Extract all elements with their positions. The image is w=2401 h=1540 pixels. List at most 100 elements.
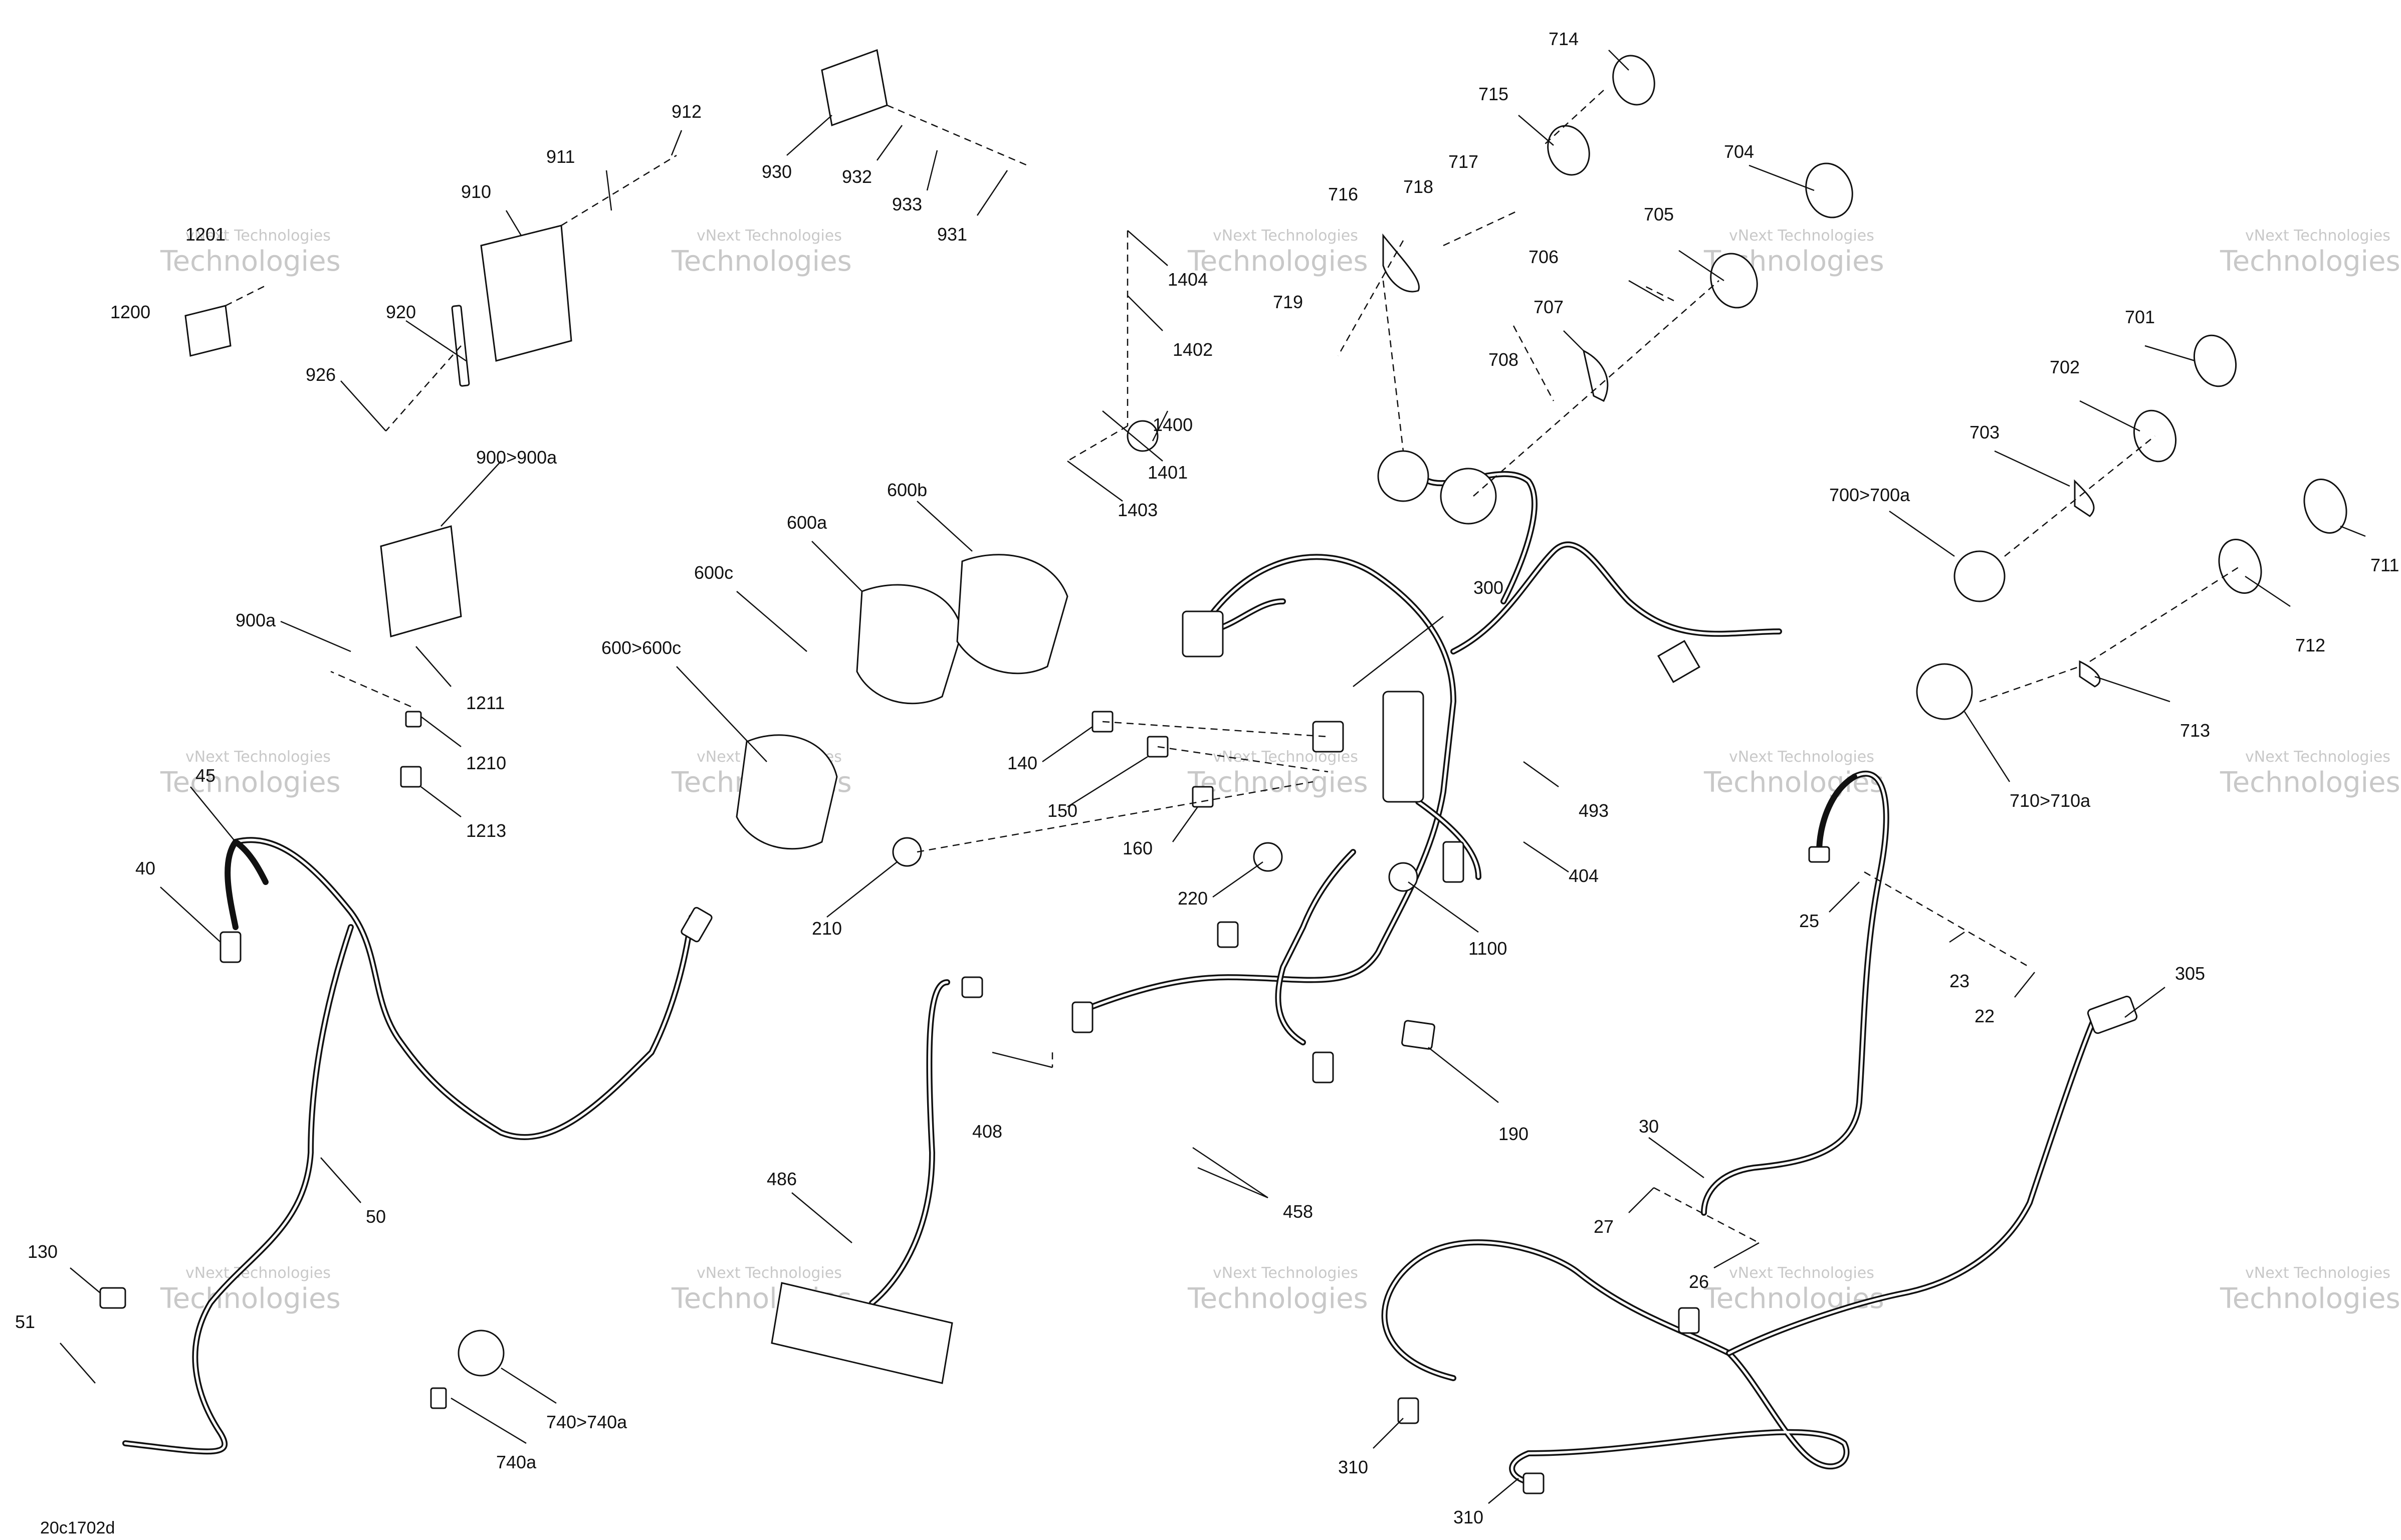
- svg-text:Technologies: Technologies: [1703, 766, 1884, 799]
- callout-160: 160: [1123, 838, 1153, 858]
- callout-300: 300: [1473, 577, 1503, 598]
- callout-23: 23: [1949, 971, 1970, 991]
- callout-912: 912: [672, 101, 702, 122]
- svg-text:Technologies: Technologies: [1187, 1282, 1368, 1315]
- callout-493: 493: [1579, 800, 1609, 821]
- callout-40: 40: [135, 858, 155, 878]
- svg-text:vNext Technologies: vNext Technologies: [697, 1264, 842, 1282]
- callout-911: 911: [546, 146, 575, 167]
- svg-text:Technologies: Technologies: [160, 245, 341, 278]
- callout-305: 305: [2175, 963, 2205, 984]
- callout-707: 706: [1529, 247, 1559, 267]
- lamp-assemblies: [1377, 55, 2347, 720]
- callout-740-740a: 740>740a: [546, 1412, 627, 1432]
- callout-600b: 600b: [887, 480, 927, 500]
- callout-705: 705: [1644, 204, 1674, 225]
- svg-text:vNext Technologies: vNext Technologies: [185, 1264, 331, 1282]
- svg-text:Technologies: Technologies: [671, 245, 852, 278]
- svg-text:Technologies: Technologies: [160, 1282, 341, 1315]
- callout-27: 27: [1594, 1216, 1614, 1237]
- callout-1400: 1400: [1153, 414, 1193, 435]
- svg-text:vNext Technologies: vNext Technologies: [2245, 748, 2390, 766]
- callout-1200: 1200: [110, 302, 150, 322]
- callout-labels: 714 715 716 717 718 719 704 705 706 707 …: [15, 29, 2399, 1527]
- harness-45-50: [122, 837, 713, 1455]
- svg-text:vNext Technologies: vNext Technologies: [185, 227, 331, 245]
- svg-text:Technologies: Technologies: [2220, 766, 2400, 799]
- callout-714: 714: [1549, 29, 1579, 49]
- callout-931: 931: [937, 224, 967, 245]
- callout-933: 933: [892, 194, 922, 214]
- callout-713: 713: [2180, 720, 2210, 741]
- callout-920: 920: [386, 302, 416, 322]
- callout-130: 130: [28, 1241, 58, 1262]
- svg-text:vNext Technologies: vNext Technologies: [185, 748, 331, 766]
- callout-719: 719: [1273, 292, 1303, 312]
- callout-710-710a: 710>710a: [2010, 790, 2091, 811]
- svg-text:vNext Technologies: vNext Technologies: [697, 227, 842, 245]
- callout-718: 718: [1403, 176, 1433, 197]
- assembly-lines: [225, 90, 2241, 1244]
- harness-486: [771, 976, 983, 1384]
- callout-458: 458: [1283, 1201, 1313, 1222]
- callout-1404: 1404: [1168, 269, 1208, 290]
- callout-600a: 600a: [787, 512, 827, 533]
- callout-600c: 600c: [694, 562, 733, 583]
- callout-408: 408: [972, 1121, 1002, 1142]
- callout-711: 711: [2370, 555, 2399, 575]
- callout-600-600c: 600>600c: [601, 637, 681, 658]
- callout-140: 140: [1007, 753, 1037, 773]
- callout-701: 701: [2125, 307, 2155, 327]
- svg-text:vNext Technologies: vNext Technologies: [1729, 1264, 1874, 1282]
- callout-900a: 900a: [236, 610, 276, 630]
- callout-740a: 740a: [496, 1452, 537, 1472]
- callout-704: 704: [1724, 141, 1754, 162]
- callout-1402: 1402: [1173, 339, 1213, 360]
- callout-190: 190: [1498, 1124, 1529, 1144]
- svg-text:vNext Technologies: vNext Technologies: [1729, 227, 1874, 245]
- svg-text:vNext Technologies: vNext Technologies: [1213, 227, 1358, 245]
- callout-1210: 1210: [466, 753, 506, 773]
- svg-text:Technologies: Technologies: [1187, 245, 1368, 278]
- svg-text:Technologies: Technologies: [2220, 245, 2400, 278]
- callout-932: 932: [842, 166, 872, 187]
- callout-404: 404: [1569, 865, 1599, 886]
- callout-1403: 1403: [1118, 500, 1158, 520]
- callout-703: 703: [1970, 422, 2000, 443]
- callout-1213: 1213: [466, 820, 506, 841]
- svg-text:vNext Technologies: vNext Technologies: [1213, 1264, 1358, 1282]
- callout-910: 910: [461, 181, 491, 202]
- callout-30: 30: [1639, 1116, 1659, 1137]
- callout-310: 310: [1338, 1457, 1368, 1477]
- svg-text:vNext Technologies: vNext Technologies: [2245, 1264, 2390, 1282]
- callout-717: 717: [1448, 151, 1478, 172]
- callout-486: 486: [767, 1169, 797, 1189]
- figure-code: 20c1702d: [40, 1518, 115, 1537]
- callout-1401: 1401: [1148, 462, 1188, 483]
- bracket-group: [99, 49, 1435, 1409]
- callout-1100: 1100: [1468, 938, 1507, 959]
- svg-text:Technologies: Technologies: [1703, 1282, 1884, 1315]
- svg-text:Technologies: Technologies: [2220, 1282, 2400, 1315]
- callout-700-700a: 700>700a: [1829, 485, 1910, 505]
- callout-715: 715: [1478, 84, 1508, 104]
- callout-45: 45: [195, 765, 215, 786]
- callout-926: 926: [306, 364, 336, 385]
- callout-1201: 1201: [185, 224, 226, 245]
- svg-text:Technologies: Technologies: [160, 766, 341, 799]
- callout-706: 707: [1534, 297, 1564, 317]
- callout-900-900a: 900>900a: [476, 447, 557, 468]
- callout-150: 150: [1047, 800, 1077, 821]
- callout-51: 51: [15, 1311, 35, 1332]
- callout-210: 210: [812, 918, 842, 939]
- gauge-cluster: [736, 554, 1068, 850]
